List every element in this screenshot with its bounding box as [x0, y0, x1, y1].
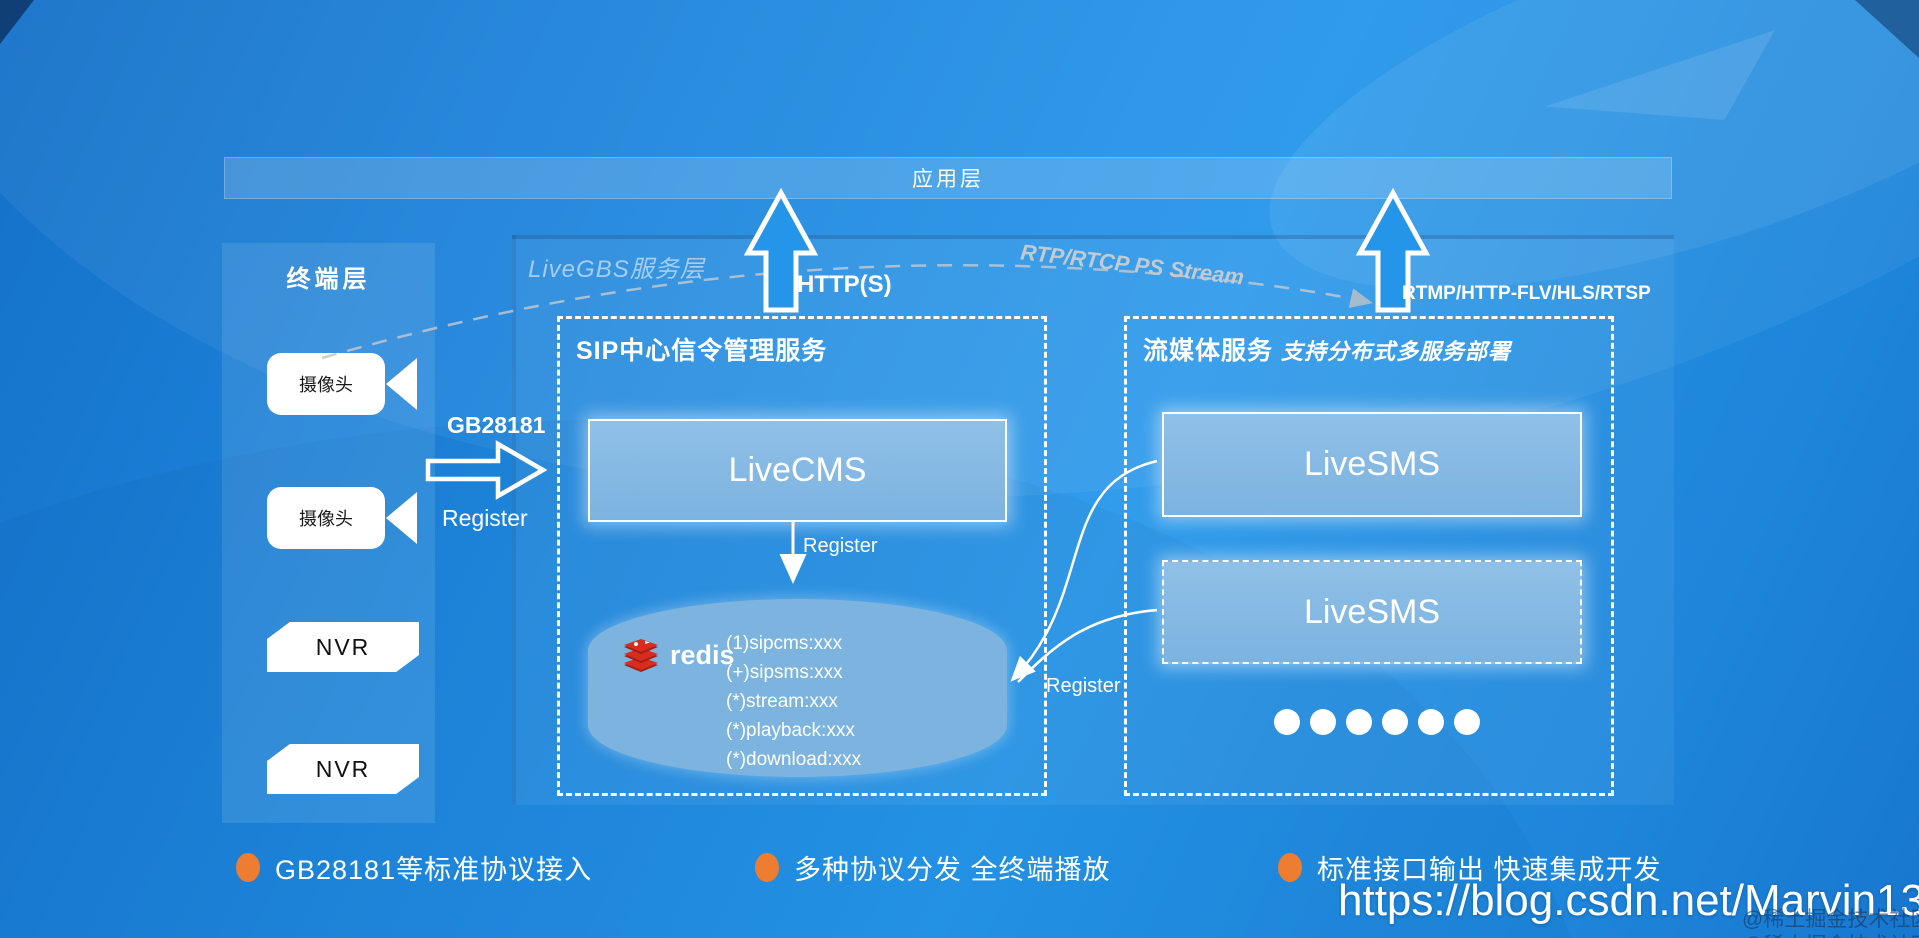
dot-icon [1454, 709, 1480, 735]
livecms-label: LiveCMS [728, 451, 867, 489]
camera-node-2: 摄像头 [267, 487, 417, 549]
camera-node-1: 摄像头 [267, 353, 417, 415]
feature-item-3: 标准接口输出 快速集成开发 [1278, 848, 1662, 887]
dot-icon [1274, 709, 1300, 735]
corner-triangle-topright [1855, 0, 1919, 58]
gb28181-label: GB28181 [447, 412, 546, 438]
livegbs-service-panel: LiveGBS服务层 SIP中心信令管理服务 LiveCMS [512, 235, 1674, 805]
redis-brand: redis [620, 635, 735, 675]
dot-icon [1346, 709, 1372, 735]
redis-icon [624, 639, 658, 672]
camera-lens-icon [386, 492, 417, 544]
livesms-node-2: LiveSMS [1162, 560, 1582, 664]
livesms-node-1: LiveSMS [1162, 412, 1582, 517]
sip-signaling-box: SIP中心信令管理服务 LiveCMS redi [557, 316, 1047, 796]
redis-wordmark: redis [670, 639, 735, 670]
nvr-node-2: NVR [267, 744, 419, 794]
feature-label: 多种协议分发 全终端播放 [794, 855, 1111, 885]
livegbs-service-label: LiveGBS服务层 [528, 256, 705, 283]
feature-item-2: 多种协议分发 全终端播放 [755, 848, 1111, 887]
blog-watermark-url: https://blog.csdn.net/Marvin1311 [1338, 876, 1919, 925]
sms-box-title-sub: 支持分布式多服务部署 [1280, 339, 1511, 364]
dot-icon [1310, 709, 1336, 735]
feature-label: 标准接口输出 快速集成开发 [1317, 855, 1662, 885]
dot-icon [1418, 709, 1444, 735]
bullet-icon [236, 853, 260, 882]
terminal-layer-panel: 终端层 摄像头 摄像头 NVR NVR [222, 243, 435, 823]
redis-key-list: (1)sipcms:xxx (+)sipsms:xxx (*)stream:xx… [726, 633, 862, 770]
sip-box-title: SIP中心信令管理服务 [576, 337, 828, 365]
camera-label: 摄像头 [267, 487, 385, 549]
dot-icon [1382, 709, 1408, 735]
feature-item-1: GB28181等标准协议接入 [236, 848, 592, 887]
nvr-node-1: NVR [267, 622, 419, 672]
http-label: HTTP(S) [797, 271, 892, 298]
application-layer-label: 应用层 [912, 168, 984, 191]
streaming-media-box: 流媒体服务 支持分布式多服务部署 LiveSMS LiveSMS [1124, 316, 1614, 796]
application-layer-bar: 应用层 [224, 157, 1672, 199]
terminal-layer-title: 终端层 [286, 266, 371, 293]
camera-label: 摄像头 [267, 353, 385, 415]
sms-register-label: Register [1046, 675, 1121, 697]
camera-lens-icon [386, 358, 417, 410]
livesms-label: LiveSMS [1303, 445, 1441, 483]
community-watermark: @稀土掘金技术社区 [1742, 908, 1919, 931]
gb28181-register-label: Register [442, 505, 528, 531]
rtmp-label: RTMP/HTTP-FLV/HLS/RTSP [1402, 283, 1651, 304]
livesms-label: LiveSMS [1303, 592, 1441, 631]
cms-register-label: Register [803, 535, 878, 557]
livecms-node: LiveCMS [588, 419, 1007, 522]
bullet-icon [1278, 853, 1302, 882]
bullet-icon [755, 853, 779, 882]
feature-label: GB28181等标准协议接入 [275, 855, 593, 885]
corner-triangle-topleft [0, 0, 34, 44]
sms-box-title: 流媒体服务 支持分布式多服务部署 [1143, 331, 1511, 367]
more-instances-dots [1269, 709, 1485, 735]
redis-store-cylinder: redis (1)sipcms:xxx (+)sipsms:xxx (*)str… [588, 599, 1007, 777]
sms-box-title-main: 流媒体服务 [1143, 337, 1274, 365]
community-watermark-2: @稀土掘金技术社区 [1742, 929, 1919, 938]
